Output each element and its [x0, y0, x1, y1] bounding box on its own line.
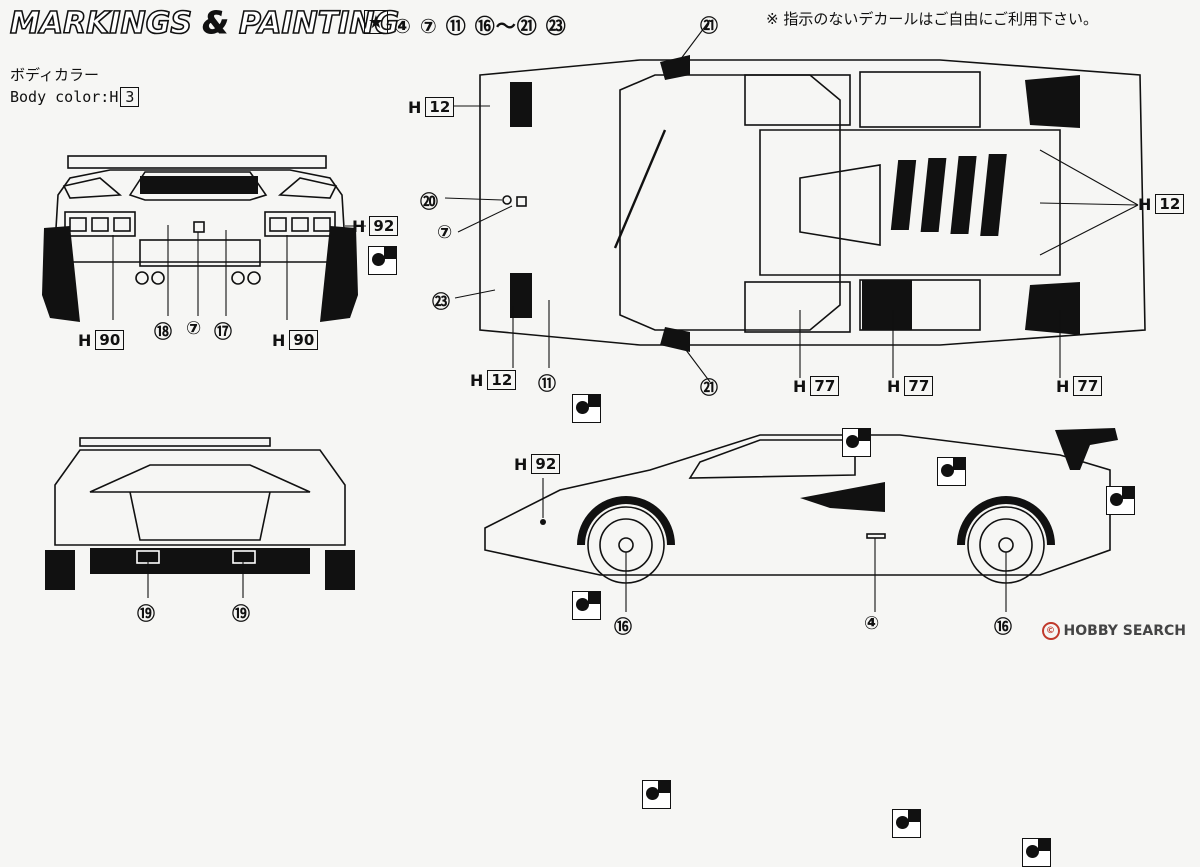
front-view-drawing: [45, 437, 355, 598]
body-color-label-ja: ボディカラー: [10, 66, 99, 84]
decal-7-top: ⑦: [437, 222, 453, 243]
decal-7-front: ⑦: [186, 318, 202, 339]
decal-number-list: ④ ⑦ ⑪ ⑯〜㉑ ㉓: [394, 14, 567, 38]
side-view-drawing: [484, 428, 1118, 612]
decal-4: ④: [864, 613, 880, 634]
decal-21-top: ㉑: [700, 16, 718, 37]
masking-icon: [368, 246, 397, 275]
title-amp: &: [202, 6, 229, 42]
masking-icon: [572, 591, 601, 620]
rear-view-drawing: [42, 155, 366, 322]
decal-21-bottom: ㉑: [700, 378, 718, 399]
masking-icon: [1022, 838, 1051, 867]
masking-icon: [642, 780, 671, 809]
masking-icon: [572, 394, 601, 423]
watermark-text: HOBBY SEARCH: [1063, 623, 1186, 639]
masking-icon: [892, 809, 921, 838]
watermark: © HOBBY SEARCH: [1041, 622, 1186, 640]
decal-18: ⑱: [154, 322, 172, 343]
star-icon: ★: [364, 10, 388, 34]
page-title: MARKINGS & PAINTING: [9, 5, 400, 42]
decal-23: ㉓: [432, 292, 450, 313]
top-view-drawing: [444, 19, 1146, 383]
decal-16-rear: ⑯: [994, 617, 1012, 638]
decal-usage-note: ※ 指示のないデカールはご自由にご利用下さい。: [766, 10, 1099, 28]
decal-20: ⑳: [420, 192, 438, 213]
copyright-icon: ©: [1041, 622, 1060, 640]
car-line-drawings: [42, 19, 1146, 612]
masking-icon: [937, 457, 966, 486]
decal-19-right: ⑲: [232, 604, 250, 625]
masking-icon: [842, 428, 871, 457]
decal-11: ⑪: [538, 374, 556, 395]
decal-16-front: ⑯: [614, 617, 632, 638]
decal-19-left: ⑲: [137, 604, 155, 625]
decal-17: ⑰: [214, 322, 232, 343]
masking-icon: [1106, 486, 1135, 515]
title-markings: MARKINGS: [9, 5, 193, 42]
title-painting: PAINTING: [238, 5, 400, 42]
body-color-code: 3: [120, 87, 140, 107]
